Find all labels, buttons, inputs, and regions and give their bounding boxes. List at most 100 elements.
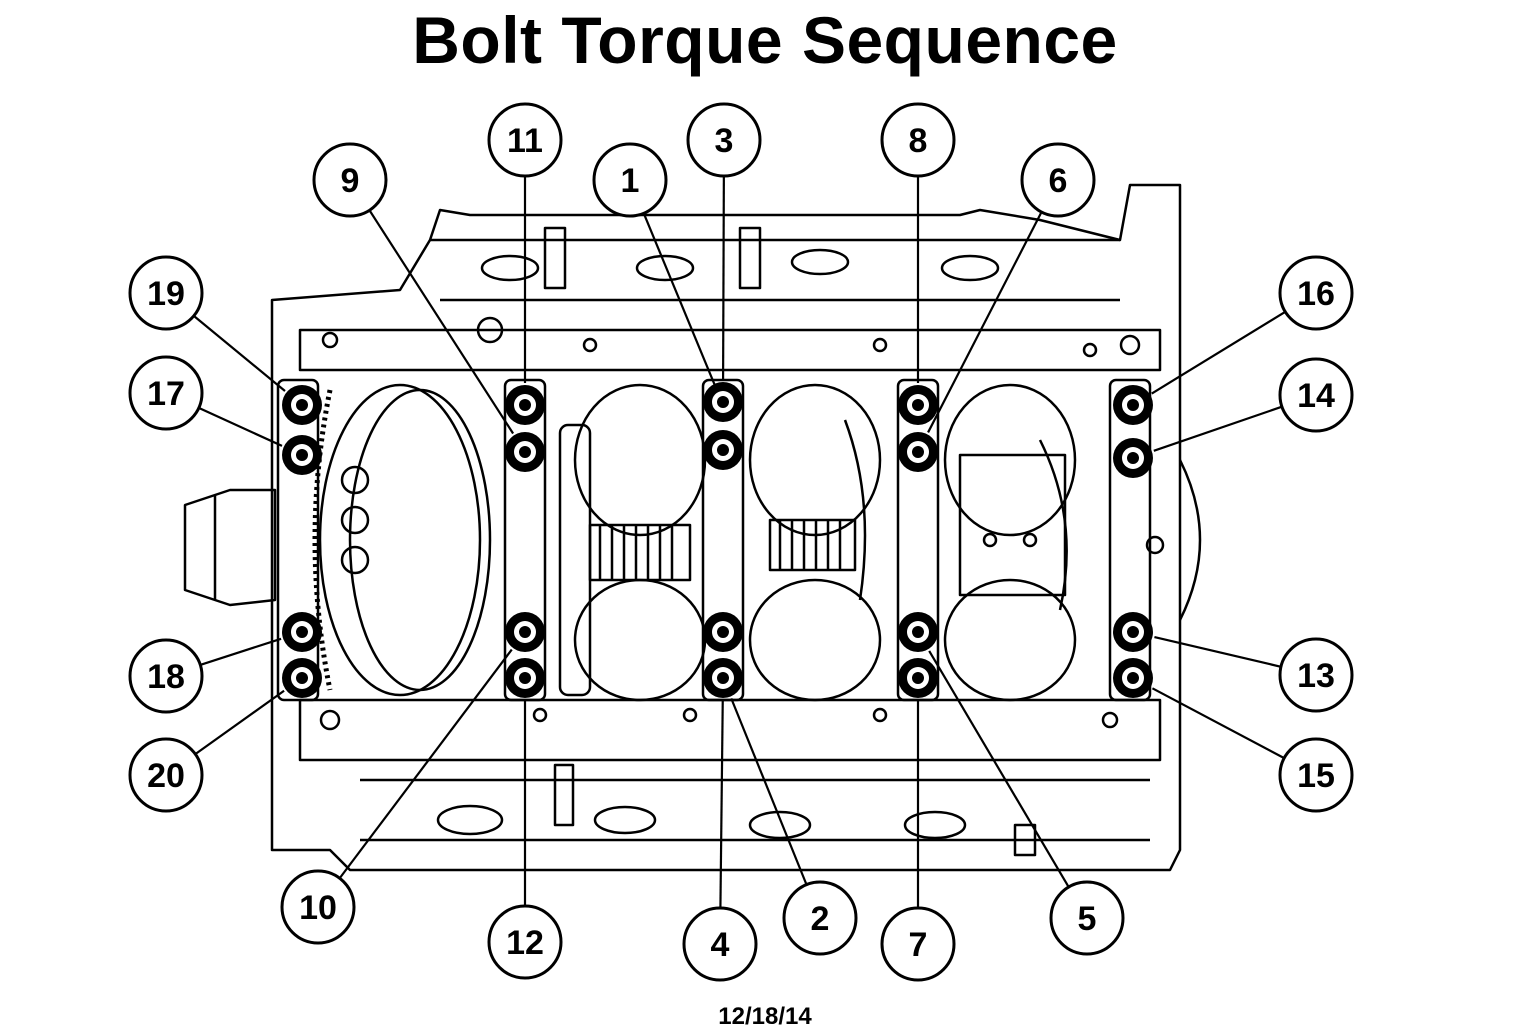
leader-line	[1151, 687, 1285, 760]
callout-circle	[880, 906, 956, 982]
main-cap-1	[276, 378, 320, 702]
timing-gear	[318, 383, 482, 697]
callout-circle	[1278, 357, 1354, 433]
top-deck	[298, 328, 1162, 372]
callout-number: 7	[909, 926, 928, 964]
leader-line	[1153, 405, 1283, 452]
callout-13: 13	[1278, 637, 1354, 713]
callout-number: 20	[147, 757, 185, 795]
bolt-head-icon	[505, 432, 545, 472]
bolt-head-icon	[703, 658, 743, 698]
bolt-head-icon	[898, 385, 938, 425]
callout-circle	[128, 355, 204, 431]
bolt-head-icon	[703, 382, 743, 422]
bolt-head-icon	[703, 430, 743, 470]
callout-number: 3	[715, 122, 734, 160]
callout-circle	[1278, 637, 1354, 713]
leader-line	[368, 209, 515, 435]
bolt-head-icon	[505, 385, 545, 425]
callout-16: 16	[1278, 255, 1354, 331]
callout-circle	[487, 102, 563, 178]
callout-8: 8	[880, 102, 956, 178]
callout-circle	[782, 880, 858, 956]
callout-circle	[1020, 142, 1096, 218]
callout-number: 15	[1297, 757, 1335, 795]
callout-number: 16	[1297, 275, 1335, 313]
callout-4: 4	[682, 906, 758, 982]
callout-number: 1	[621, 162, 640, 200]
callout-9: 9	[312, 142, 388, 218]
bolt-head-icon	[1113, 658, 1153, 698]
leader-lines	[193, 175, 1286, 909]
callout-circle	[1278, 255, 1354, 331]
callout-number: 10	[299, 889, 337, 927]
bolt-head-icon	[1113, 385, 1153, 425]
bolt-head-icon	[282, 658, 322, 698]
footer-date: 12/18/14	[718, 1003, 812, 1030]
bolt-head-icon	[505, 658, 545, 698]
leader-line	[198, 406, 283, 447]
callout-number: 11	[507, 122, 543, 160]
bolt-head-icon	[898, 432, 938, 472]
callout-12: 12	[487, 904, 563, 980]
bolt-head-icon	[1113, 438, 1153, 478]
callout-15: 15	[1278, 737, 1354, 813]
callout-20: 20	[128, 737, 204, 813]
callout-number: 8	[909, 122, 928, 160]
callout-number: 18	[147, 658, 185, 696]
leader-line	[719, 699, 724, 909]
callout-5: 5	[1049, 880, 1125, 956]
callout-number: 13	[1297, 657, 1335, 695]
bolt-head-icon	[282, 385, 322, 425]
bottom-deck	[298, 698, 1162, 762]
bolt-head-icon	[898, 612, 938, 652]
callout-18: 18	[128, 638, 204, 714]
callout-circle	[128, 255, 204, 331]
leader-line	[194, 689, 285, 755]
leader-line	[927, 211, 1043, 433]
callout-circle	[686, 102, 762, 178]
leader-line	[1151, 310, 1286, 395]
callout-11: 11	[487, 102, 563, 178]
block-outline	[270, 183, 1182, 872]
bolt-group	[282, 382, 1153, 698]
leader-line	[642, 212, 716, 386]
callout-17: 17	[128, 355, 204, 431]
bolt-head-icon	[282, 612, 322, 652]
callout-19: 19	[128, 255, 204, 331]
callout-circle	[312, 142, 388, 218]
callout-number: 9	[341, 162, 360, 200]
bolt-head-icon	[1113, 612, 1153, 652]
leader-line	[193, 315, 286, 392]
callout-number: 17	[147, 375, 185, 413]
callout-number: 2	[811, 900, 830, 938]
callout-number: 6	[1049, 162, 1068, 200]
leader-line	[721, 175, 725, 381]
main-cap-3	[701, 378, 745, 702]
callout-10: 10	[280, 869, 356, 945]
leader-line	[338, 648, 513, 879]
callout-1: 1	[592, 142, 668, 218]
callout-7: 7	[880, 906, 956, 982]
main-cap-5	[1108, 378, 1152, 702]
timing-cover	[183, 488, 277, 607]
callout-3: 3	[686, 102, 762, 178]
callout-circle	[592, 142, 668, 218]
callout-6: 6	[1020, 142, 1096, 218]
callout-circle	[1049, 880, 1125, 956]
callout-circle	[880, 102, 956, 178]
bolt-head-icon	[703, 612, 743, 652]
page-title: Bolt Torque Sequence	[412, 3, 1118, 77]
leader-line	[1154, 635, 1282, 668]
bolt-head-icon	[505, 612, 545, 652]
callout-number: 12	[506, 924, 544, 962]
callout-circle	[1278, 737, 1354, 813]
callout-14: 14	[1278, 357, 1354, 433]
callout-number: 19	[147, 275, 185, 313]
callout-circle	[682, 906, 758, 982]
leader-line	[928, 650, 1070, 888]
callout-number: 5	[1078, 900, 1097, 938]
callout-circle	[128, 737, 204, 813]
